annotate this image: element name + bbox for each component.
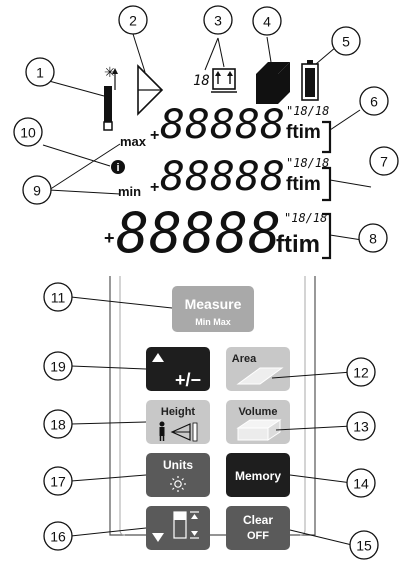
unit-row-3: ftim — [276, 231, 320, 258]
svg-text:i: i — [116, 162, 119, 174]
digits-row-1: 88888 — [160, 102, 285, 148]
callout-number: 7 — [380, 154, 388, 170]
keypad-housing-inner-left — [119, 276, 126, 536]
volume-label: Volume — [239, 406, 278, 418]
callout-number: 4 — [263, 14, 271, 30]
bar-graph-fill — [104, 86, 112, 122]
callout-15: 15 — [349, 530, 379, 560]
digits-row-2: 88888 — [160, 154, 285, 200]
measure-button[interactable]: Measure Min Max — [172, 286, 254, 332]
callout-13: 13 — [346, 411, 376, 441]
callout-number: 8 — [369, 231, 377, 247]
unit-row-2: ftim — [286, 174, 321, 195]
callout-number: 12 — [353, 365, 369, 381]
callout-3: 3 — [203, 5, 233, 35]
leader-lines — [42, 33, 372, 546]
reference-button[interactable] — [146, 506, 210, 550]
callout-12: 12 — [346, 357, 376, 387]
battery-icon — [301, 60, 319, 101]
callout-number: 3 — [214, 13, 222, 29]
clear-off-button[interactable]: Clear OFF — [226, 506, 290, 550]
keypad-housing-inner-right — [299, 276, 306, 536]
sun-icon — [170, 476, 186, 492]
box-icon — [256, 62, 290, 104]
area-label: Area — [232, 353, 257, 365]
callout-number: 2 — [129, 13, 137, 29]
triangle-laser-icon — [137, 64, 164, 116]
small-digit-display: 18 — [193, 73, 210, 89]
callout-7: 7 — [369, 146, 399, 176]
reference-icon — [173, 511, 199, 539]
callout-number: 11 — [51, 290, 66, 306]
callout-number: 5 — [342, 34, 350, 50]
callout-18: 18 — [43, 409, 73, 439]
fraction-row-1: "18/18 — [286, 104, 329, 118]
max-label: max — [120, 134, 147, 149]
snowflake-icon: ✳ — [104, 64, 116, 80]
callout-number: 14 — [353, 476, 369, 492]
lcd-row-3: + 88888 "18/18 ftim — [104, 201, 327, 265]
keypad-housing-outer — [109, 276, 316, 536]
callout-11: 11 — [43, 282, 73, 312]
callout-number: 18 — [50, 417, 66, 433]
callout-1: 1 — [25, 57, 55, 87]
person-height-icon — [159, 421, 198, 442]
fraction-row-2: "18/18 — [286, 156, 329, 170]
callout-10: 10 — [13, 117, 43, 147]
tripod-icon — [211, 68, 237, 93]
measure-label: Measure — [185, 296, 242, 312]
memory-button[interactable]: Memory — [226, 453, 290, 497]
height-button[interactable]: Height — [146, 400, 210, 444]
volume-shape-icon — [236, 419, 282, 441]
plus-minus-button[interactable]: +/− — [146, 347, 210, 391]
volume-button[interactable]: Volume — [226, 400, 290, 444]
callout-19: 19 — [43, 351, 73, 381]
clear-label: Clear — [243, 513, 273, 527]
callout-8: 8 — [358, 223, 388, 253]
measure-sublabel: Min Max — [195, 317, 231, 327]
bar-graph-empty — [103, 121, 113, 131]
digits-row-3: 88888 — [116, 201, 281, 265]
callout-17: 17 — [43, 466, 73, 496]
callout-2: 2 — [118, 5, 148, 35]
arrow-down-icon — [152, 533, 164, 542]
callout-number: 13 — [353, 419, 369, 435]
callout-number: 9 — [33, 183, 41, 199]
callout-9: 9 — [22, 175, 52, 205]
info-icon: i — [111, 160, 125, 174]
off-label: OFF — [247, 530, 269, 542]
arrow-up-icon — [152, 353, 164, 362]
fraction-row-3: "18/18 — [284, 211, 327, 225]
min-label: min — [118, 184, 141, 199]
memory-label: Memory — [235, 469, 281, 483]
callout-number: 16 — [50, 529, 66, 545]
callout-number: 19 — [50, 359, 66, 375]
signal-bar-graph: ✳ — [103, 64, 118, 131]
lcd-display: ✳ 18 — [103, 60, 332, 265]
lcd-row-2: i min + 88888 "18/18 ftim — [111, 154, 329, 200]
callout-number: 15 — [356, 538, 372, 554]
area-button[interactable]: Area — [226, 347, 290, 391]
callout-number: 6 — [370, 94, 378, 110]
callout-number: 17 — [50, 474, 66, 490]
callout-4: 4 — [252, 6, 282, 36]
units-button[interactable]: Units — [146, 453, 210, 497]
callout-5: 5 — [331, 26, 361, 56]
callout-number: 10 — [20, 125, 36, 141]
callout-14: 14 — [346, 468, 376, 498]
height-label: Height — [161, 406, 196, 418]
unit-row-1: ftim — [286, 122, 321, 143]
plus-minus-label: +/− — [175, 370, 201, 390]
area-shape-icon — [236, 367, 284, 385]
callout-16: 16 — [43, 521, 73, 551]
callout-number: 1 — [36, 65, 44, 81]
plus-sign-3: + — [104, 228, 115, 248]
lcd-row-1: max + 88888 "18/18 ftim — [120, 102, 329, 149]
units-label: Units — [163, 458, 193, 472]
plus-sign-2: + — [150, 179, 159, 196]
plus-sign-1: + — [150, 127, 159, 144]
callout-6: 6 — [359, 86, 389, 116]
